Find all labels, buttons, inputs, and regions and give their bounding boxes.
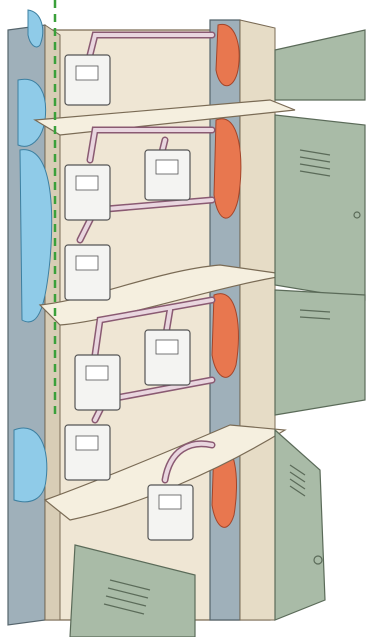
meter-dial-icon — [158, 494, 182, 510]
gas-meter — [64, 424, 111, 481]
door-vent-icon — [103, 579, 151, 615]
orange-insulation-2 — [213, 118, 242, 219]
meter-dial-icon — [75, 435, 99, 451]
door-vent-icon — [299, 309, 331, 320]
door-handle-icon — [313, 555, 323, 565]
blue-insulation-top — [27, 9, 44, 48]
gas-meter — [64, 54, 111, 106]
meter-dial-icon — [155, 339, 179, 355]
cabinet-door-lower[interactable] — [274, 428, 326, 621]
gas-meter — [64, 244, 111, 301]
gas-meter — [147, 484, 194, 541]
cabinet-door-bottom-left[interactable] — [69, 544, 196, 637]
gas-pipes-fill — [78, 33, 214, 482]
door-handle-icon — [353, 211, 361, 219]
cabinet-door-upper[interactable] — [274, 114, 366, 301]
meter-dial-icon — [75, 175, 99, 191]
meter-dial-icon — [75, 255, 99, 271]
gas-meter — [74, 354, 121, 411]
orange-insulation-top — [215, 23, 240, 87]
door-vent-icon — [289, 464, 306, 497]
gas-meter — [144, 149, 191, 201]
meter-dial-icon — [85, 365, 109, 381]
blue-insulation-main — [19, 149, 53, 323]
orange-insulation-3 — [211, 293, 239, 378]
door-vent-icon — [299, 149, 331, 177]
meter-dial-icon — [75, 65, 99, 81]
meter-dial-icon — [155, 159, 179, 175]
cabinet-door-top — [274, 29, 366, 101]
cabinet-door-middle[interactable] — [274, 289, 366, 416]
shelf-1 — [33, 99, 296, 136]
gas-meter — [64, 164, 111, 221]
gas-meter — [144, 329, 191, 386]
blue-insulation-lower — [13, 427, 48, 503]
